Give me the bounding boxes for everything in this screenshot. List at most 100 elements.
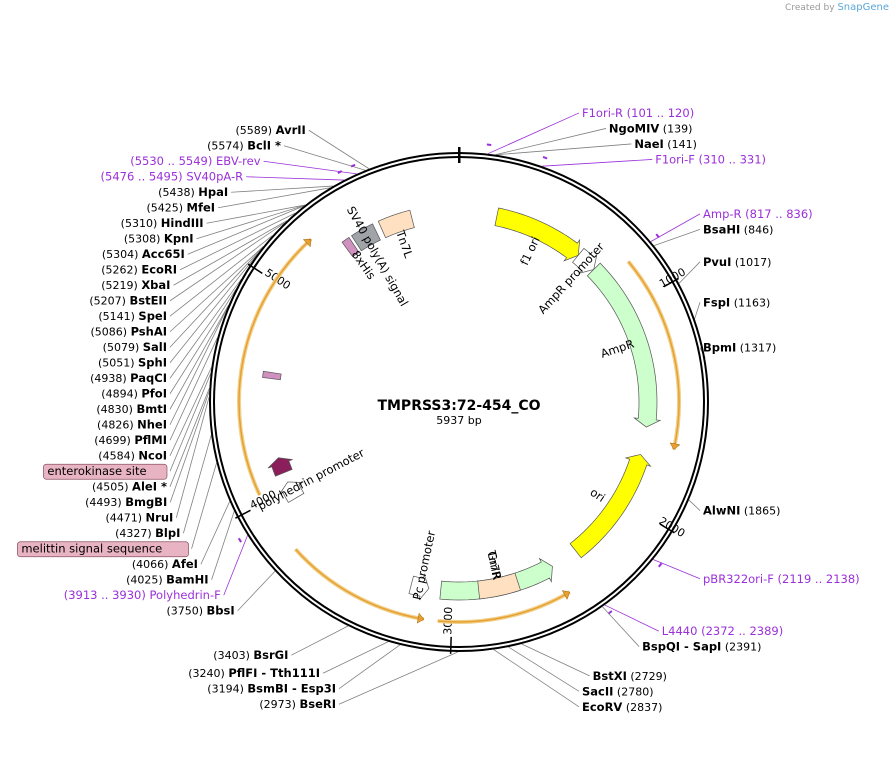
site-alwni[interactable]: AlwNI (1865) (703, 504, 780, 518)
tick-label: 1000 (657, 265, 688, 290)
site-text: (4584) NcoI (98, 449, 167, 463)
site-hpai[interactable]: (5438) HpaI (158, 185, 228, 199)
primer-l4440[interactable]: L4440 (2372 .. 2389) (662, 624, 783, 638)
site-position: (2837) (622, 701, 662, 714)
site-ngomiv[interactable]: NgoMIV (139) (609, 121, 692, 135)
site-text: (3194) BsmBI - Esp3I (207, 682, 336, 696)
leader-nrui (175, 397, 210, 518)
site-ecorv[interactable]: EcoRV (2837) (582, 700, 662, 714)
primer-pbr322ori-f[interactable]: pBR322ori-F (2119 .. 2138) (703, 572, 860, 586)
site-mfei[interactable]: (5425) MfeI (146, 201, 215, 215)
site-pshai[interactable]: (5086) PshAI (90, 325, 167, 339)
site-bsmbi-esp3i[interactable]: (3194) BsmBI - Esp3I (207, 682, 336, 696)
site-blpi[interactable]: (4327) BlpI (115, 526, 180, 540)
site-labels: F1ori-R (101 .. 120)NgoMIV (139) NaeI (14… (17, 106, 860, 714)
site-bspqi-sapi[interactable]: BspQI - SapI (2391) (642, 640, 761, 654)
feature-box-bg (43, 463, 168, 480)
site-name: PfoI (141, 387, 167, 401)
site-text: (4826) NheI (97, 418, 167, 432)
primer-mark-ebv-rev (350, 163, 356, 168)
site-paqci[interactable]: (4938) PaqCI (90, 371, 167, 385)
primer-f1ori-f[interactable]: F1ori-F (310 .. 331) (655, 152, 766, 166)
site-hindiii[interactable]: (5310) HindIII (121, 216, 204, 230)
primer-amp-r[interactable]: Amp-R (817 .. 836) (703, 207, 813, 221)
site-afei[interactable]: (4066) AfeI (132, 557, 198, 571)
tick-mark (247, 263, 263, 275)
site-text: (3750) BbsI (166, 604, 234, 618)
site-bstxi[interactable]: BstXI (2729) (593, 669, 667, 683)
site-sacii[interactable]: SacII (2780) (582, 684, 654, 698)
site-text: (4066) AfeI (132, 557, 198, 571)
site-kpni[interactable]: (5308) KpnI (124, 232, 194, 246)
site-pflmi[interactable]: (4699) PflMI (94, 433, 167, 447)
site-ncoi[interactable]: (4584) NcoI (98, 449, 167, 463)
site-bsahi[interactable]: BsaHI (846) (703, 222, 773, 236)
site-position: (5207) (89, 295, 129, 308)
primer-f1ori-r[interactable]: F1ori-R (101 .. 120) (582, 106, 694, 120)
site-text: (4025) BamHI (126, 573, 209, 587)
primer-name: L4440 (662, 624, 698, 638)
site-sphi[interactable]: (5051) SphI (98, 356, 167, 370)
site-naei[interactable]: NaeI (141) (634, 137, 697, 151)
site-bpmi[interactable]: BpmI (1317) (703, 340, 776, 354)
site-pfoi[interactable]: (4894) PfoI (101, 387, 167, 401)
site-bseri[interactable]: (2973) BseRI (259, 697, 336, 711)
primer-text: (5530 .. 5549) EBV-rev (130, 154, 260, 168)
leader-pfoi (169, 289, 237, 394)
leader-ncoi (169, 367, 212, 456)
site-pflfi-tth111i[interactable]: (3240) PflFI - Tth111I (188, 666, 320, 680)
site-name: MfeI (187, 201, 216, 215)
orf-arc-line (437, 591, 571, 623)
primer-polyhedrin-f[interactable]: (3913 .. 3930) Polyhedrin-F (64, 588, 221, 602)
primer-range-right: (817 .. 836) (742, 207, 813, 221)
leader-bsmbi-esp3i (338, 644, 401, 690)
primer-ebv-rev[interactable]: (5530 .. 5549) EBV-rev (130, 154, 260, 168)
leader-bspqi-sapi (602, 606, 640, 647)
site-text: FspI (1163) (703, 295, 770, 309)
site-text: BspQI - SapI (2391) (642, 640, 761, 654)
feature-box-enterokinase-site[interactable]: enterokinase site (43, 463, 168, 480)
site-sali[interactable]: (5079) SalI (103, 340, 167, 354)
site-position: (5051) (98, 357, 138, 370)
site-bcli[interactable]: (5574) BclI * (207, 139, 281, 153)
site-position: (5308) (124, 233, 164, 246)
site-nhei[interactable]: (4826) NheI (97, 418, 167, 432)
site-name: BlpI (155, 526, 180, 540)
site-pvui[interactable]: PvuI (1017) (703, 255, 771, 269)
site-position: (4830) (96, 403, 136, 416)
primer-text: F1ori-F (310 .. 331) (655, 152, 766, 166)
site-position: (5310) (121, 217, 161, 230)
orf-arc-line (294, 548, 424, 620)
site-acc65i[interactable]: (5304) Acc65I (102, 247, 185, 261)
site-fspi[interactable]: FspI (1163) (703, 295, 770, 309)
leader-alei (169, 388, 210, 487)
site-text: (4894) PfoI (101, 387, 167, 401)
feature-box-label: enterokinase site (47, 464, 146, 478)
site-text: BstXI (2729) (593, 669, 667, 683)
site-position: (5574) (207, 140, 247, 153)
site-bamhi[interactable]: (4025) BamHI (126, 573, 209, 587)
leader-acc65i (187, 205, 304, 255)
site-bmgbi[interactable]: (4493) BmgBI (85, 495, 167, 509)
leader-bamhi (211, 511, 235, 580)
site-spei[interactable]: (5141) SpeI (98, 309, 167, 323)
site-ecori[interactable]: (5262) EcoRI (101, 263, 177, 277)
site-bsteii[interactable]: (5207) BstEII (89, 294, 167, 308)
site-name: HindIII (161, 216, 204, 230)
site-avrii[interactable]: (5589) AvrII (236, 123, 306, 137)
site-text: (5308) KpnI (124, 232, 194, 246)
site-text: BsaHI (846) (703, 222, 773, 236)
site-xbai[interactable]: (5219) XbaI (101, 278, 170, 292)
orf-arrowhead (669, 442, 681, 450)
site-nrui[interactable]: (4471) NruI (105, 511, 173, 525)
feature-box-melittin-signal-sequence[interactable]: melittin signal sequence (17, 541, 189, 558)
site-bsrgi[interactable]: (3403) BsrGI (213, 648, 288, 662)
site-bmti[interactable]: (4830) BmtI (96, 402, 167, 416)
feature-box-label: melittin signal sequence (21, 542, 162, 556)
site-bbsi[interactable]: (3750) BbsI (166, 604, 234, 618)
primer-sv40pa-r[interactable]: (5476 .. 5495) SV40pA-R (101, 170, 244, 184)
site-text: (4505) AleI * (92, 480, 167, 494)
site-alei[interactable]: (4505) AleI * (92, 480, 167, 494)
site-name: SalI (143, 340, 167, 354)
primer-mark-polyhedrin-f (237, 537, 242, 543)
